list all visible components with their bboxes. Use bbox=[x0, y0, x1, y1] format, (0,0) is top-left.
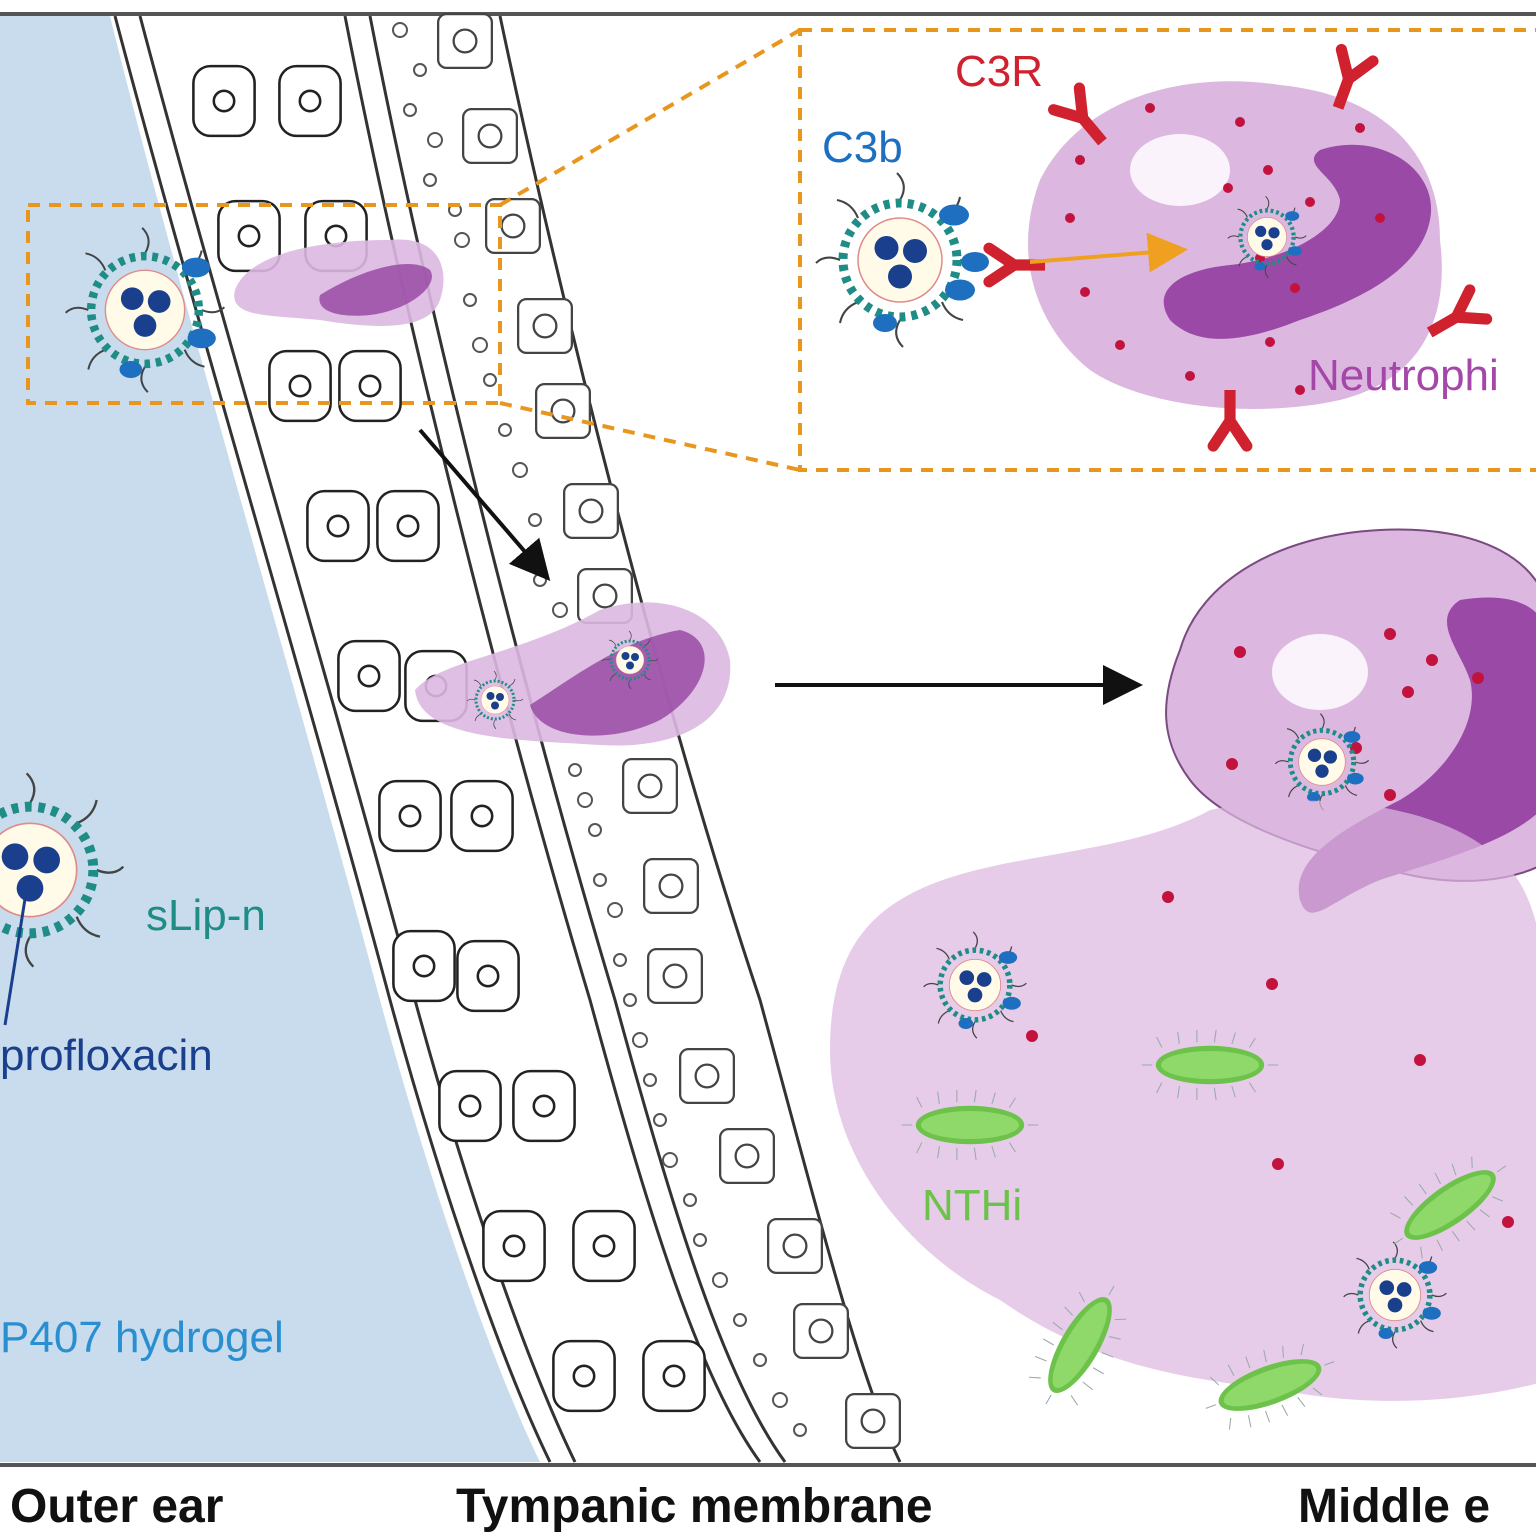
c3r-label: C3R bbox=[955, 47, 1043, 96]
migration-arrow bbox=[418, 428, 551, 582]
hydrogel-label: P407 hydrogel bbox=[0, 1313, 284, 1362]
slip-n-label: sLip-n bbox=[146, 891, 266, 940]
membrane-vesicles bbox=[392, 22, 807, 1437]
inset-liposome-c3b bbox=[816, 173, 984, 347]
phagocytosis-arrow bbox=[1029, 232, 1188, 273]
ciprofloxacin-pointer bbox=[3, 879, 30, 1026]
zoom-connector-top bbox=[498, 28, 802, 207]
zoom-source-box bbox=[26, 203, 502, 405]
ciprofloxacin-label: profloxacin bbox=[0, 1031, 213, 1080]
zoom-inset-box bbox=[798, 28, 1536, 472]
outer-ear-label: Outer ear bbox=[10, 1480, 223, 1533]
tympanic-membrane-label: Tympanic membrane bbox=[456, 1480, 933, 1533]
nthi-label: NTHi bbox=[922, 1181, 1022, 1230]
inset-c3b-bound bbox=[961, 252, 989, 272]
middle-ear-mucus bbox=[830, 800, 1536, 1401]
mucus-granules bbox=[1026, 891, 1514, 1228]
hydrogel-region bbox=[0, 16, 540, 1462]
inset-neutrophil bbox=[1028, 81, 1442, 409]
zoom-connector-bottom bbox=[499, 401, 801, 472]
c3b-label: C3b bbox=[822, 123, 903, 172]
middle-ear-label: Middle e bbox=[1298, 1480, 1490, 1533]
membrane-neutrophil-lower bbox=[415, 602, 731, 746]
membrane-neutrophil-upper bbox=[234, 239, 444, 326]
neutrophil-label: Neutrophi bbox=[1308, 351, 1499, 400]
